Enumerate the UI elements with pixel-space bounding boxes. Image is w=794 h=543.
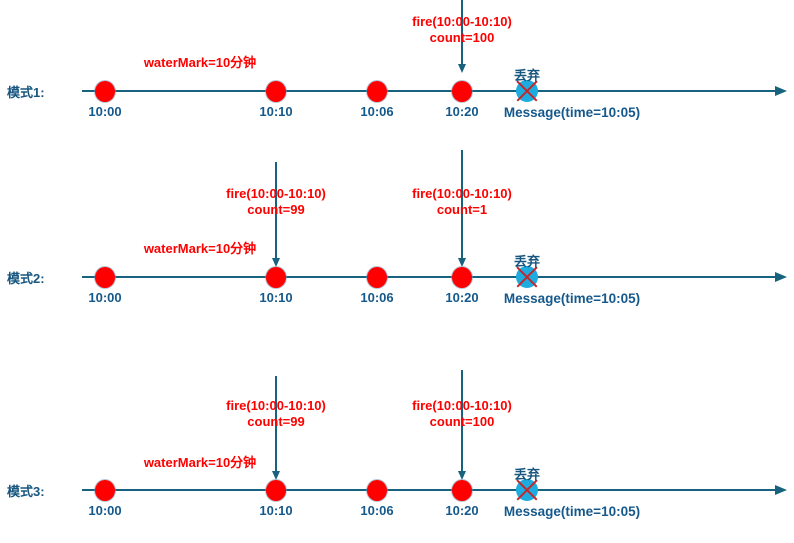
mode-3-fire-2-count: count=100 — [429, 414, 495, 429]
mode-2-fire-2-label: fire(10:00-10:10)count=1 — [412, 186, 512, 218]
mode-1-dropped-message-label: Message(time=10:05) — [503, 105, 641, 120]
mode-2-fire-1-label: fire(10:00-10:10)count=99 — [226, 186, 326, 218]
mode-2-fire-2-arrow-line — [461, 150, 463, 258]
mode-3-dropped-message-label: Message(time=10:05) — [503, 504, 641, 519]
mode-1-fire-1-label: fire(10:00-10:10)count=100 — [412, 14, 512, 46]
mode-1-discard-label: 丢弃 — [513, 68, 541, 83]
mode-3-event-1020-time-label: 10:20 — [445, 503, 479, 518]
mode-1-axis-arrow-icon — [775, 86, 787, 96]
mode-2-event-1006-dot — [367, 266, 387, 288]
mode-1-event-1000-time-label: 10:00 — [88, 104, 122, 119]
mode-1-event-1020-time-label: 10:20 — [445, 104, 479, 119]
mode-1-fire-1-count: count=100 — [429, 30, 495, 45]
mode-3-mode-label: 模式3: — [7, 484, 45, 499]
mode-3-event-1010-time-label: 10:10 — [259, 503, 293, 518]
mode-1-fire-1-arrowhead-icon — [457, 64, 466, 73]
mode-2-fire-1-count: count=99 — [247, 202, 305, 217]
mode-3-watermark-label: waterMark=10分钟 — [143, 455, 257, 470]
mode-2-event-1020-time-label: 10:20 — [445, 290, 479, 305]
mode-3-event-1020-dot — [452, 479, 472, 501]
mode-3-fire-1-arrowhead-icon — [271, 471, 280, 480]
mode-2-fire-2-window: fire(10:00-10:10) — [412, 186, 512, 201]
mode-2-discard-label: 丢弃 — [513, 254, 541, 269]
mode-2-mode-label: 模式2: — [7, 271, 45, 286]
mode-3-axis-line — [82, 489, 782, 491]
mode-2-fire-1-arrow-line — [275, 162, 277, 258]
mode-3-fire-2-window: fire(10:00-10:10) — [412, 398, 512, 413]
mode-2-event-1010-time-label: 10:10 — [259, 290, 293, 305]
mode-3-fire-2-arrow-line — [461, 370, 463, 471]
mode-2-watermark-label: waterMark=10分钟 — [143, 241, 257, 256]
mode-1-mode-label: 模式1: — [7, 85, 45, 100]
mode-1-event-1010-time-label: 10:10 — [259, 104, 293, 119]
mode-3-event-1010-dot — [266, 479, 286, 501]
mode-2-fire-2-arrowhead-icon — [457, 258, 466, 267]
mode-3-fire-1-label: fire(10:00-10:10)count=99 — [226, 398, 326, 430]
mode-3-fire-2-label: fire(10:00-10:10)count=100 — [412, 398, 512, 430]
mode-3-discard-label: 丢弃 — [513, 467, 541, 482]
mode-1-event-1010-dot — [266, 80, 286, 102]
mode-3-event-1006-dot — [367, 479, 387, 501]
mode-1-event-1020-dot — [452, 80, 472, 102]
mode-2-event-1006-time-label: 10:06 — [360, 290, 394, 305]
mode-3-event-1006-time-label: 10:06 — [360, 503, 394, 518]
mode-3-fire-1-count: count=99 — [247, 414, 305, 429]
mode-2-axis-line — [82, 276, 782, 278]
mode-1-fire-1-arrow-line — [461, 0, 463, 64]
mode-1-event-1000-dot — [95, 80, 115, 102]
mode-1-axis-line — [82, 90, 782, 92]
mode-3-fire-1-arrow-line — [275, 376, 277, 471]
mode-1-fire-1-window: fire(10:00-10:10) — [412, 14, 512, 29]
mode-3-event-1000-dot — [95, 479, 115, 501]
mode-3-event-1000-time-label: 10:00 — [88, 503, 122, 518]
mode-2-fire-1-window: fire(10:00-10:10) — [226, 186, 326, 201]
mode-2-event-1000-dot — [95, 266, 115, 288]
mode-2-fire-2-count: count=1 — [436, 202, 488, 217]
mode-3-fire-1-window: fire(10:00-10:10) — [226, 398, 326, 413]
mode-3-axis-arrow-icon — [775, 485, 787, 495]
mode-2-event-1010-dot — [266, 266, 286, 288]
mode-2-dropped-message-label: Message(time=10:05) — [503, 291, 641, 306]
mode-2-fire-1-arrowhead-icon — [271, 258, 280, 267]
mode-1-watermark-label: waterMark=10分钟 — [143, 55, 257, 70]
mode-2-event-1000-time-label: 10:00 — [88, 290, 122, 305]
mode-1-event-1006-dot — [367, 80, 387, 102]
mode-1-event-1006-time-label: 10:06 — [360, 104, 394, 119]
mode-3-fire-2-arrowhead-icon — [457, 471, 466, 480]
mode-2-event-1020-dot — [452, 266, 472, 288]
mode-2-axis-arrow-icon — [775, 272, 787, 282]
